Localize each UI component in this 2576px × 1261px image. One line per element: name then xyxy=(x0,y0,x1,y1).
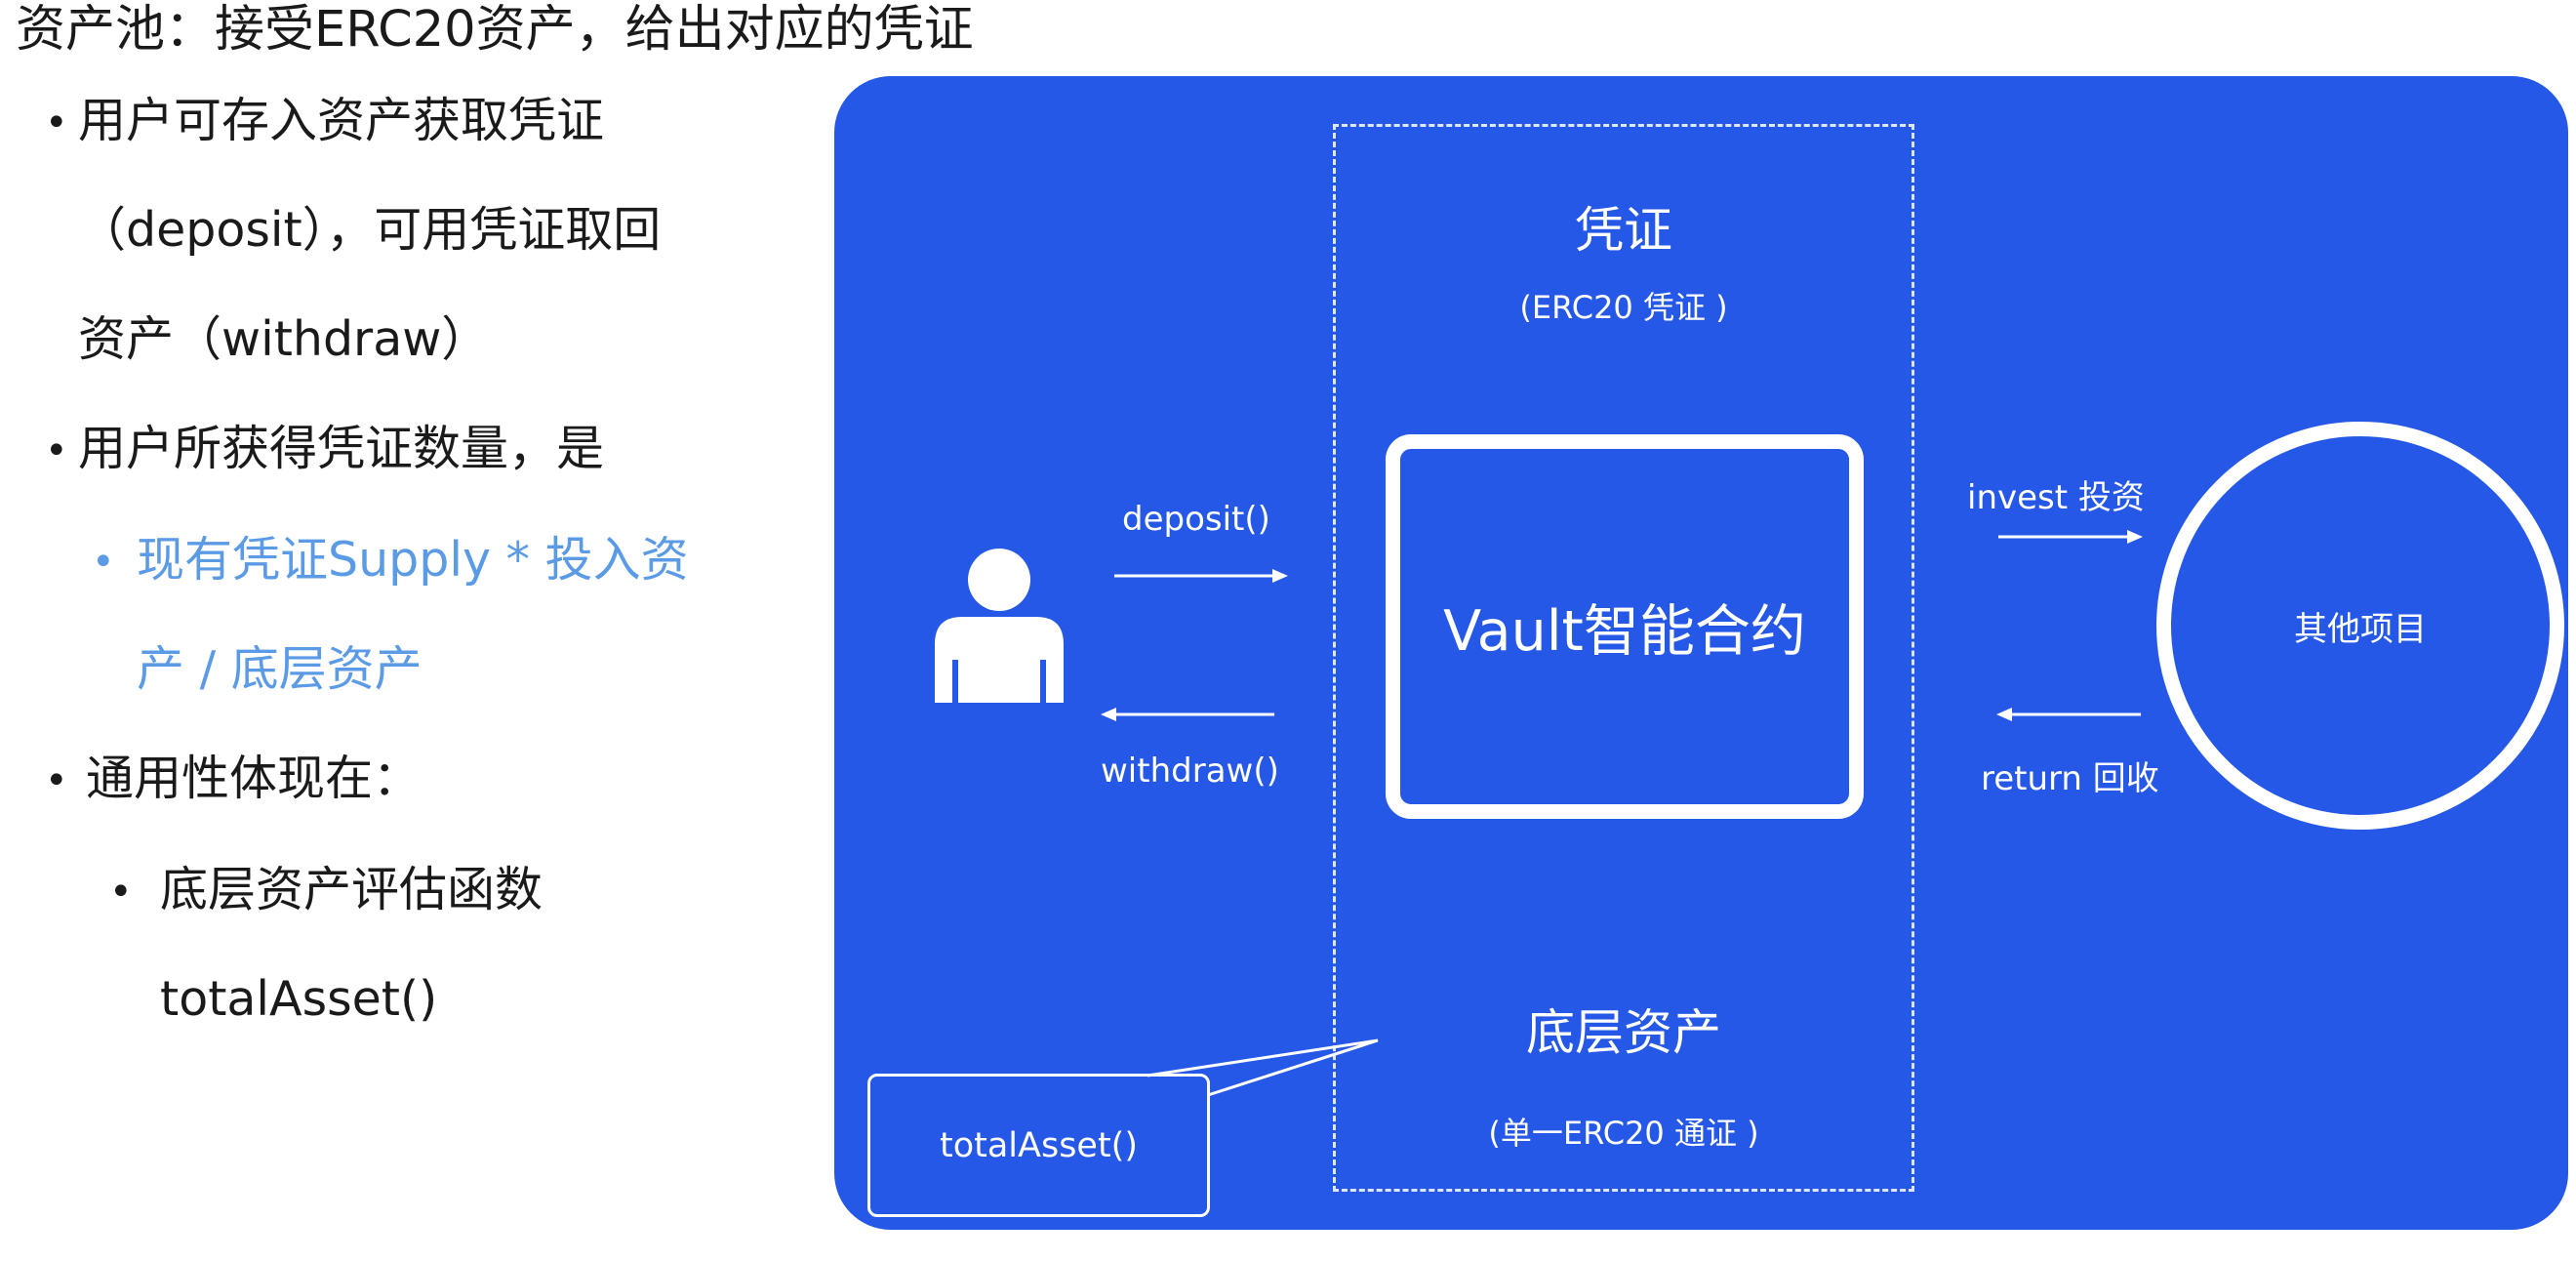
bullet-1-line-2: （deposit），可用凭证取回 xyxy=(78,202,662,258)
callout-pointer xyxy=(1147,1038,1379,1097)
callout-box: totalAsset() xyxy=(867,1074,1210,1217)
bullet-1-line-3: 资产（withdraw） xyxy=(78,311,490,367)
invest-arrow xyxy=(1998,530,2143,544)
user-icon xyxy=(935,549,1064,703)
bullet-3-line-1: 通用性体现在： xyxy=(86,751,422,806)
bullet-3-sub-line-2: totalAsset() xyxy=(160,971,438,1027)
voucher-title: 凭证 xyxy=(1575,202,1672,259)
voucher-subtitle: (ERC20 凭证 ) xyxy=(1519,289,1728,326)
vault-boundary xyxy=(1333,124,1914,1192)
other-projects-label: 其他项目 xyxy=(2294,609,2427,649)
deposit-arrow xyxy=(1114,569,1288,583)
vault-label: Vault智能合约 xyxy=(1443,599,1806,664)
sub-bullet-dot: • xyxy=(109,870,133,915)
return-arrow xyxy=(1996,708,2141,721)
invest-label: invest 投资 xyxy=(1967,478,2145,517)
sub-bullet-dot: • xyxy=(92,540,115,585)
deposit-label: deposit() xyxy=(1122,500,1270,539)
withdraw-label: withdraw() xyxy=(1101,752,1279,791)
vault-contract-box: Vault智能合约 xyxy=(1386,434,1864,819)
callout-label: totalAsset() xyxy=(939,1125,1138,1165)
bullet-dot: • xyxy=(45,428,68,473)
bullet-1-line-1: 用户可存入资产获取凭证 xyxy=(78,93,605,148)
bullet-2-sub-line-2: 产 / 底层资产 xyxy=(137,641,423,697)
bullet-dot: • xyxy=(45,758,68,803)
bullet-3-sub-line-1: 底层资产评估函数 xyxy=(160,862,543,917)
underlying-subtitle: (单一ERC20 通证 ) xyxy=(1488,1115,1759,1152)
return-label: return 回收 xyxy=(1981,759,2159,798)
withdraw-arrow xyxy=(1101,708,1274,721)
underlying-title: 底层资产 xyxy=(1526,1004,1721,1061)
bullet-dot: • xyxy=(45,101,68,145)
bullet-2-sub-line-1: 现有凭证Supply * 投入资 xyxy=(137,532,689,588)
bullet-2-line-1: 用户所获得凭证数量，是 xyxy=(78,421,605,476)
page-title: 资产池：接受ERC20资产，给出对应的凭证 xyxy=(16,1,974,59)
